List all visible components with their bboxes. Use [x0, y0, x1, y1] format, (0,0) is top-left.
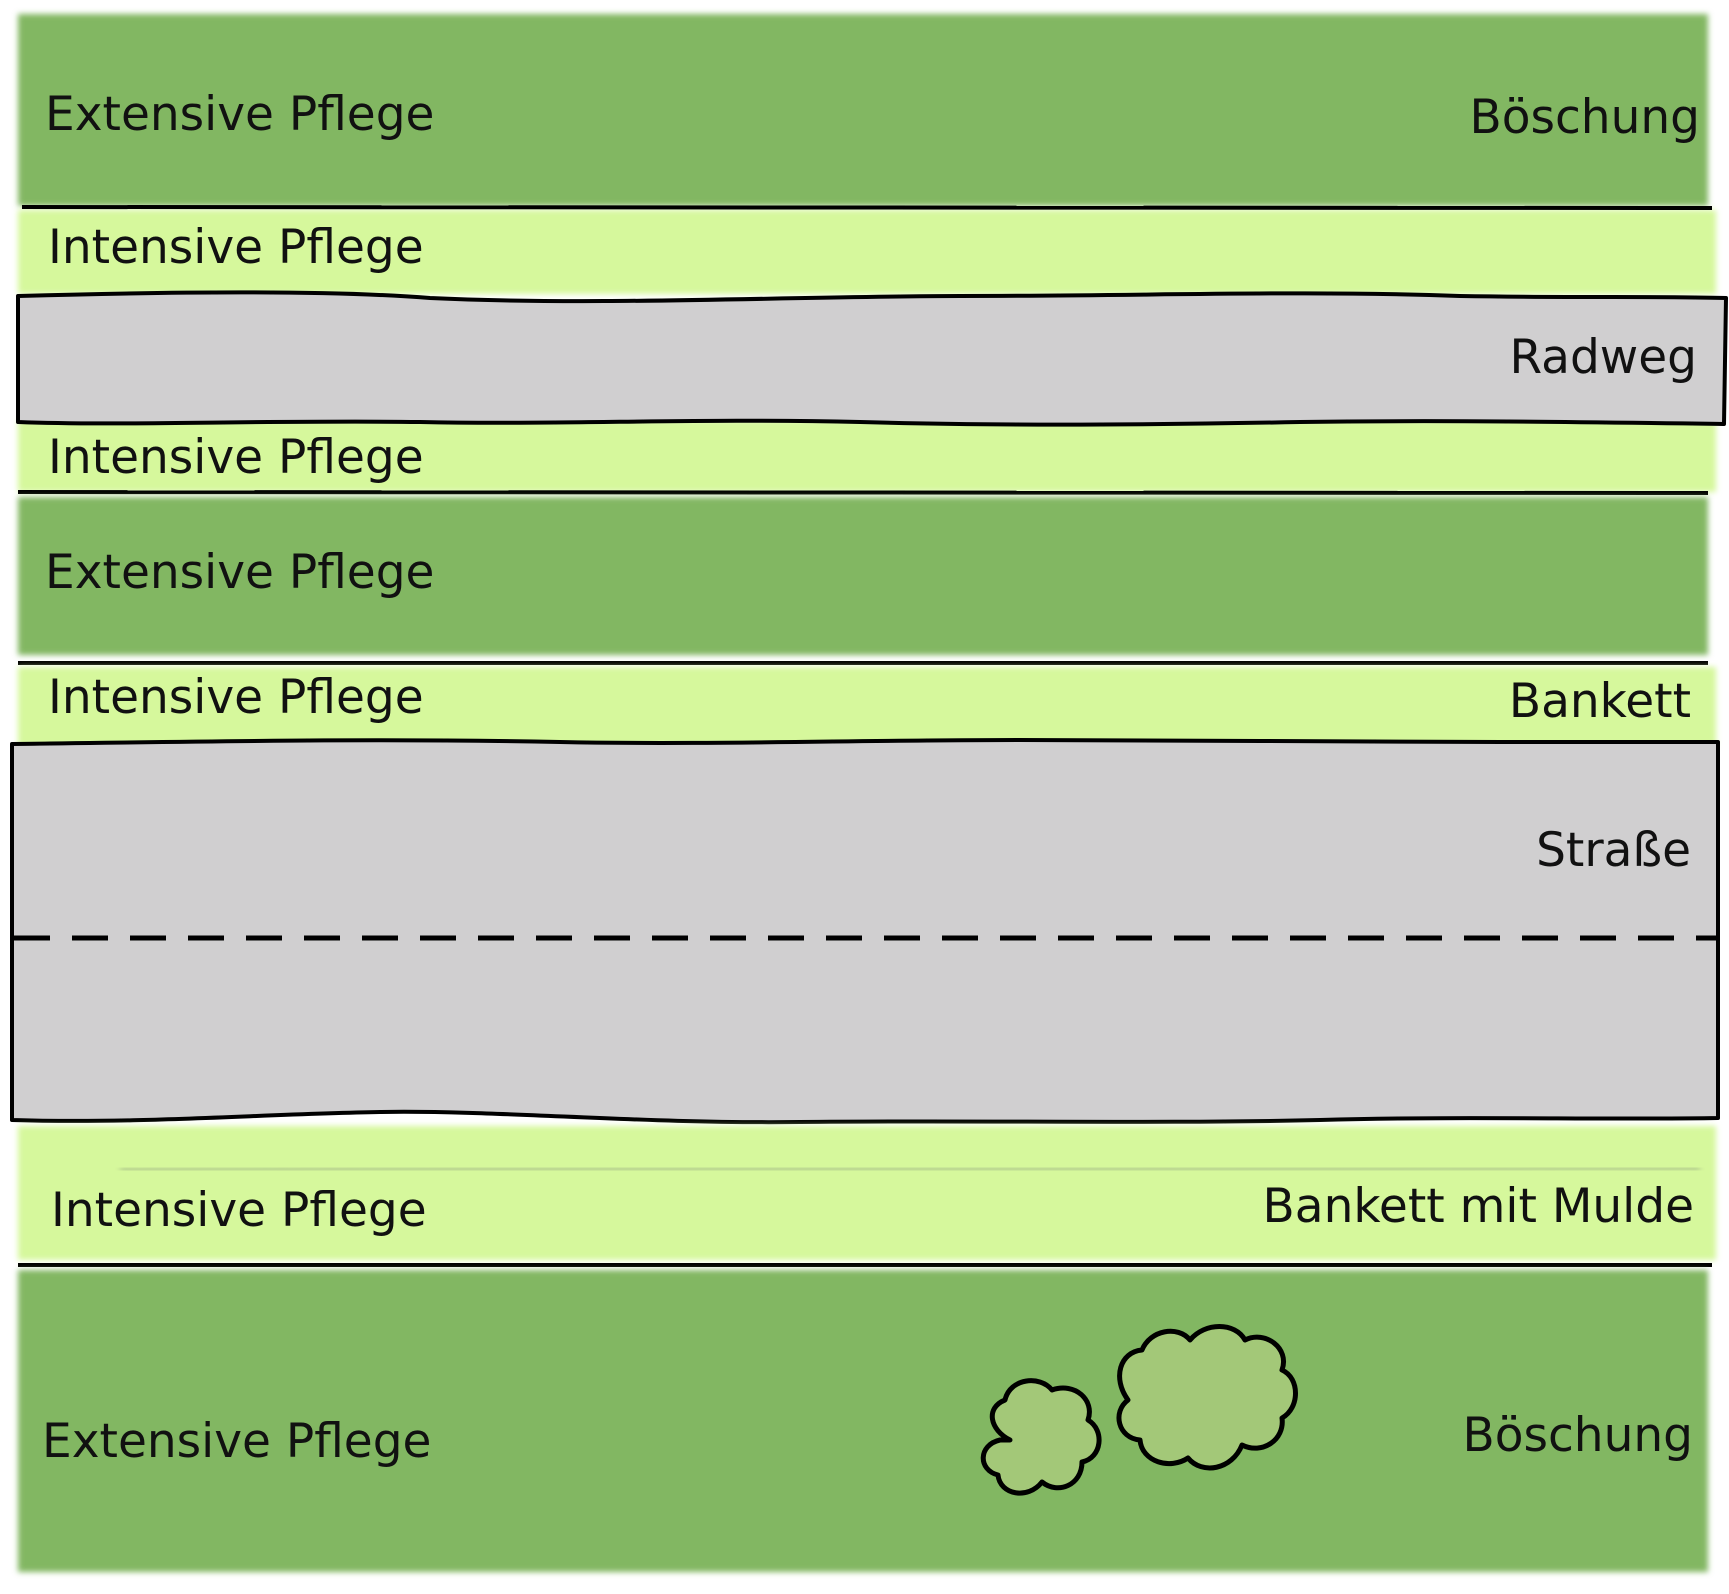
zone-intensive-2: Intensive Pflege	[18, 420, 1716, 492]
zone-bankett-mulde-left-label: Intensive Pflege	[51, 1183, 427, 1238]
zone-extensive-middle: Extensive Pflege	[18, 497, 1708, 655]
zone-radweg: Radweg	[16, 290, 1728, 427]
zone-boeschung-bottom-right-label: Böschung	[1462, 1408, 1693, 1463]
bush-small-icon	[980, 1378, 1102, 1496]
zone-bankett: Intensive Pflege Bankett	[18, 667, 1716, 747]
zone-bankett-mulde-right-label: Bankett mit Mulde	[1263, 1179, 1694, 1234]
bush-large-icon	[1116, 1324, 1298, 1471]
zone-radweg-right-label: Radweg	[1510, 330, 1697, 385]
zone-intensive-2-left-label: Intensive Pflege	[48, 430, 424, 485]
zone-bankett-right-label: Bankett	[1509, 674, 1691, 729]
zone-strasse-right-label: Straße	[1536, 823, 1691, 878]
zone-intensive-1-left-label: Intensive Pflege	[48, 220, 424, 275]
boundary-line-2	[17, 490, 1709, 495]
mulde-shadow-line	[119, 1164, 1701, 1174]
zone-extensive-middle-left-label: Extensive Pflege	[45, 545, 434, 600]
zone-boeschung-top-right-label: Böschung	[1469, 90, 1700, 145]
zone-boeschung-top-left-label: Extensive Pflege	[45, 87, 434, 142]
zone-bankett-mulde: Intensive Pflege Bankett mit Mulde	[18, 1126, 1716, 1260]
zone-bankett-mulde-fill	[18, 1126, 1716, 1260]
zone-boeschung-bottom-left-label: Extensive Pflege	[42, 1414, 431, 1469]
strasse-surface	[10, 738, 1720, 1125]
zone-bankett-left-label: Intensive Pflege	[48, 670, 424, 725]
radweg-surface	[16, 290, 1728, 427]
zone-extensive-middle-fill	[18, 497, 1708, 655]
zone-boeschung-top-fill	[18, 14, 1708, 206]
zone-intensive-1-fill	[18, 210, 1716, 294]
zone-intensive-1: Intensive Pflege	[18, 210, 1716, 294]
zone-strasse: Straße	[10, 738, 1720, 1125]
zone-boeschung-bottom: Extensive Pflege Böschung	[18, 1270, 1708, 1572]
zone-boeschung-bottom-fill	[18, 1270, 1708, 1572]
zone-boeschung-top: Extensive Pflege Böschung	[18, 14, 1708, 206]
zone-intensive-2-fill	[18, 420, 1716, 492]
boundary-line-1	[21, 205, 1713, 210]
zone-bankett-fill	[18, 667, 1716, 747]
